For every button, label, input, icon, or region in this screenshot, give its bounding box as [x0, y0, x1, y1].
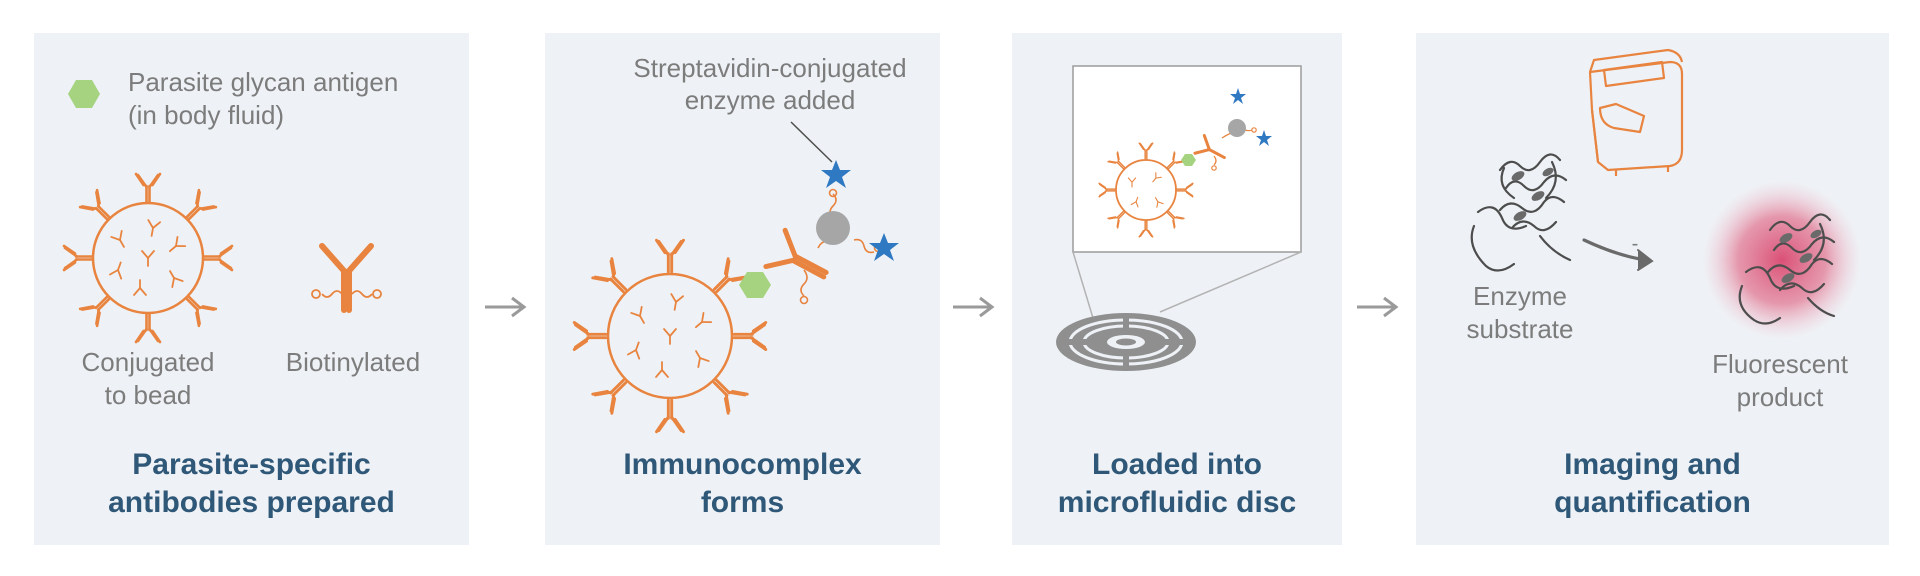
streptavidin-callout-line2: enzyme added — [684, 85, 856, 115]
substrate-fill-icon — [1511, 167, 1554, 221]
step-arrow-1 — [485, 296, 527, 318]
panel2-title-line1: Immunocomplex — [623, 448, 862, 481]
reaction-arrow-icon — [1582, 238, 1654, 271]
enzyme-substrate-icon — [1470, 153, 1572, 272]
antigen-legend-label: Parasite glycan antigen (in body fluid) — [128, 66, 448, 132]
panel2-title: Immunocomplex forms — [545, 446, 940, 522]
bead-label-line2: to bead — [104, 380, 192, 410]
fluorescent-glow-icon — [1702, 180, 1862, 340]
fluorescent-product-label: Fluorescent product — [1680, 348, 1880, 414]
microfluidic-disc-icon — [1056, 313, 1196, 371]
fluorescent-product-label-line1: Fluorescent — [1712, 349, 1848, 379]
panel4-title-line1: Imaging and — [1564, 448, 1741, 481]
reaction-arrow-label: - — [1620, 228, 1650, 261]
product-fill-icon — [1779, 229, 1822, 283]
imaging-instrument-icon — [1588, 48, 1684, 176]
enzyme-substrate-label-line1: Enzyme — [1473, 281, 1567, 311]
bead-label: Conjugated to bead — [56, 346, 240, 412]
panel3-title-line2: microfluidic disc — [1057, 486, 1297, 519]
enzyme-star-icon — [821, 160, 899, 261]
antigen-legend-label-line1: Parasite glycan antigen — [128, 67, 399, 97]
biotinylated-label-text: Biotinylated — [285, 347, 421, 377]
callout-leader-line — [790, 121, 833, 163]
enzyme-substrate-label: Enzyme substrate — [1440, 280, 1600, 346]
bead-label-line1: Conjugated — [81, 347, 215, 377]
step-arrow-3 — [1357, 296, 1399, 318]
fluorescent-product-icon — [1738, 213, 1836, 325]
zoom-inset-box — [1072, 65, 1302, 319]
panel3-title: Loaded into microfluidic disc — [1012, 446, 1342, 522]
panel4-title: Imaging and quantification — [1416, 446, 1889, 522]
step-arrow-2 — [953, 296, 995, 318]
inset-immunocomplex-icon — [1098, 88, 1272, 238]
streptavidin-callout: Streptavidin-conjugated enzyme added — [600, 52, 940, 116]
antigen-legend-icon — [68, 80, 100, 108]
panel1-title-line2: antibodies prepared — [108, 486, 395, 519]
bound-antigen-icon — [739, 272, 771, 298]
panel-antibodies-prepared — [34, 33, 469, 545]
panel4-title-line2: quantification — [1554, 486, 1751, 519]
antigen-legend-label-line2: (in body fluid) — [128, 100, 285, 130]
panel1-title-line1: Parasite-specific — [132, 448, 371, 481]
fluorescent-product-label-line2: product — [1736, 382, 1824, 412]
enzyme-substrate-label-line2: substrate — [1466, 314, 1574, 344]
biotinylated-antibody-icon — [311, 243, 382, 313]
panel2-title-line2: forms — [700, 486, 785, 519]
streptavidin-enzyme-icon — [816, 211, 850, 245]
streptavidin-callout-line1: Streptavidin-conjugated — [633, 53, 907, 83]
panel1-title: Parasite-specific antibodies prepared — [34, 446, 469, 522]
conjugated-bead-icon — [62, 172, 234, 344]
detection-antibody-icon — [763, 227, 829, 280]
biotin-tether-icon — [799, 188, 883, 305]
immunocomplex-bead-icon — [572, 238, 768, 434]
reaction-arrow-label-text: - — [1631, 233, 1639, 255]
biotinylated-label: Biotinylated — [268, 346, 438, 379]
panel3-title-line1: Loaded into — [1092, 448, 1262, 481]
